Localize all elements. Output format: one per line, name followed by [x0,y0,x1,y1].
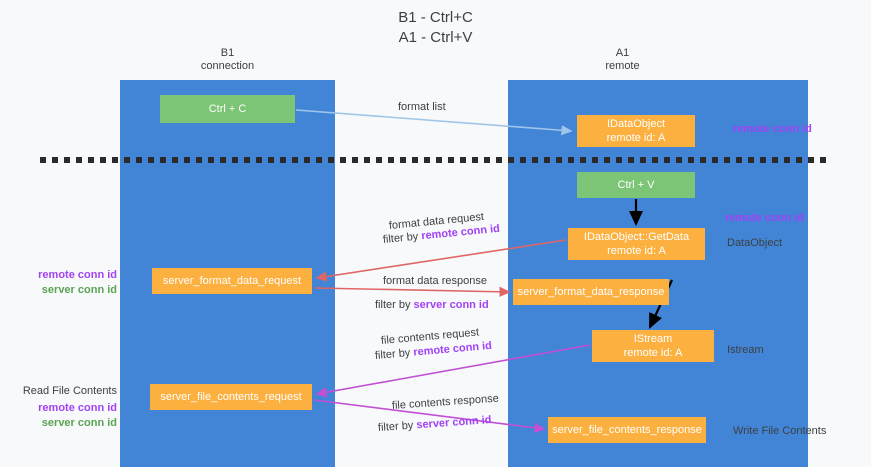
node-ctrl-v-label: Ctrl + V [617,179,655,191]
edge-label-format-data-response-filter: filter by server conn id [375,298,489,313]
annotation-remote-conn-id: remote conn id [38,402,117,414]
filter-prefix: filter by [377,419,417,434]
node-server-format-data-request[interactable]: server_format_data_request [152,268,312,294]
annotation-server-conn-id: server conn id [41,417,117,429]
filter-prefix: filter by [382,230,422,246]
node-istream-label: IStream [633,333,673,345]
node-server-file-contents-request[interactable]: server_file_contents_request [150,384,312,410]
annotation-remote-conn-id-mid: remote conn id [725,212,804,224]
column-header-b1-role: connection [200,60,255,72]
filter-value-server-conn-id: server conn id [413,299,489,311]
filter-prefix: filter by [375,299,414,311]
node-server-file-contents-response-label: server_file_contents_response [552,424,702,436]
node-idataobject[interactable]: IDataObject remote id: A [577,115,695,147]
column-header-b1-name: B1 [220,47,235,59]
node-ctrl-c-label: Ctrl + C [208,103,247,115]
edge-label-format-data-response: format data response [383,275,487,287]
node-server-format-data-response[interactable]: server_format_data_response [513,279,669,305]
column-header-a1-role: remote [605,60,640,72]
node-ctrl-v[interactable]: Ctrl + V [577,172,695,198]
node-idataobject-getdata[interactable]: IDataObject::GetData remote id: A [568,228,705,260]
edge-label-file-contents-response: file contents response [391,392,500,412]
node-idataobject-label: IDataObject [606,118,666,130]
title-line-1: B1 - Ctrl+C [398,9,473,26]
node-getdata-remote-id: remote id: A [607,245,666,257]
node-getdata-label: IDataObject::GetData [583,231,690,243]
diagram-title: B1 - Ctrl+C A1 - Ctrl+V [0,8,871,48]
annotation-left-conn-ids-top: remote conn id server conn id [22,268,117,298]
node-server-file-contents-response[interactable]: server_file_contents_response [548,417,706,443]
node-server-format-data-response-label: server_format_data_response [517,286,665,298]
annotation-read-file-contents: Read File Contents [22,385,117,397]
phase-divider [40,157,830,163]
node-server-format-data-request-label: server_format_data_request [162,275,302,287]
annotation-left-conn-ids-bottom: remote conn id server conn id [22,401,117,431]
edge-label-file-contents-response-filter: filter by server conn id [377,413,492,436]
filter-prefix: filter by [374,346,414,362]
annotation-dataobject: DataObject [727,237,783,249]
column-header-a1-name: A1 [615,47,630,59]
filter-value-server-conn-id: server conn id [415,414,492,432]
title-line-2: A1 - Ctrl+V [398,29,473,46]
annotation-remote-conn-id: remote conn id [38,269,117,281]
node-ctrl-c[interactable]: Ctrl + C [160,95,295,123]
node-server-file-contents-request-label: server_file_contents_request [160,391,302,403]
edge-label-format-list: format list [398,101,446,113]
annotation-remote-conn-id-top: remote conn id [733,123,812,135]
annotation-write-file-contents: Write File Contents [733,425,827,437]
node-idataobject-remote-id: remote id: A [606,132,666,144]
column-header-a1: A1 remote [545,47,700,73]
node-istream-remote-id: remote id: A [623,347,683,359]
column-header-b1: B1 connection [150,47,305,73]
annotation-istream: Istream [727,344,764,356]
node-istream[interactable]: IStream remote id: A [592,330,714,362]
annotation-server-conn-id: server conn id [41,284,117,296]
